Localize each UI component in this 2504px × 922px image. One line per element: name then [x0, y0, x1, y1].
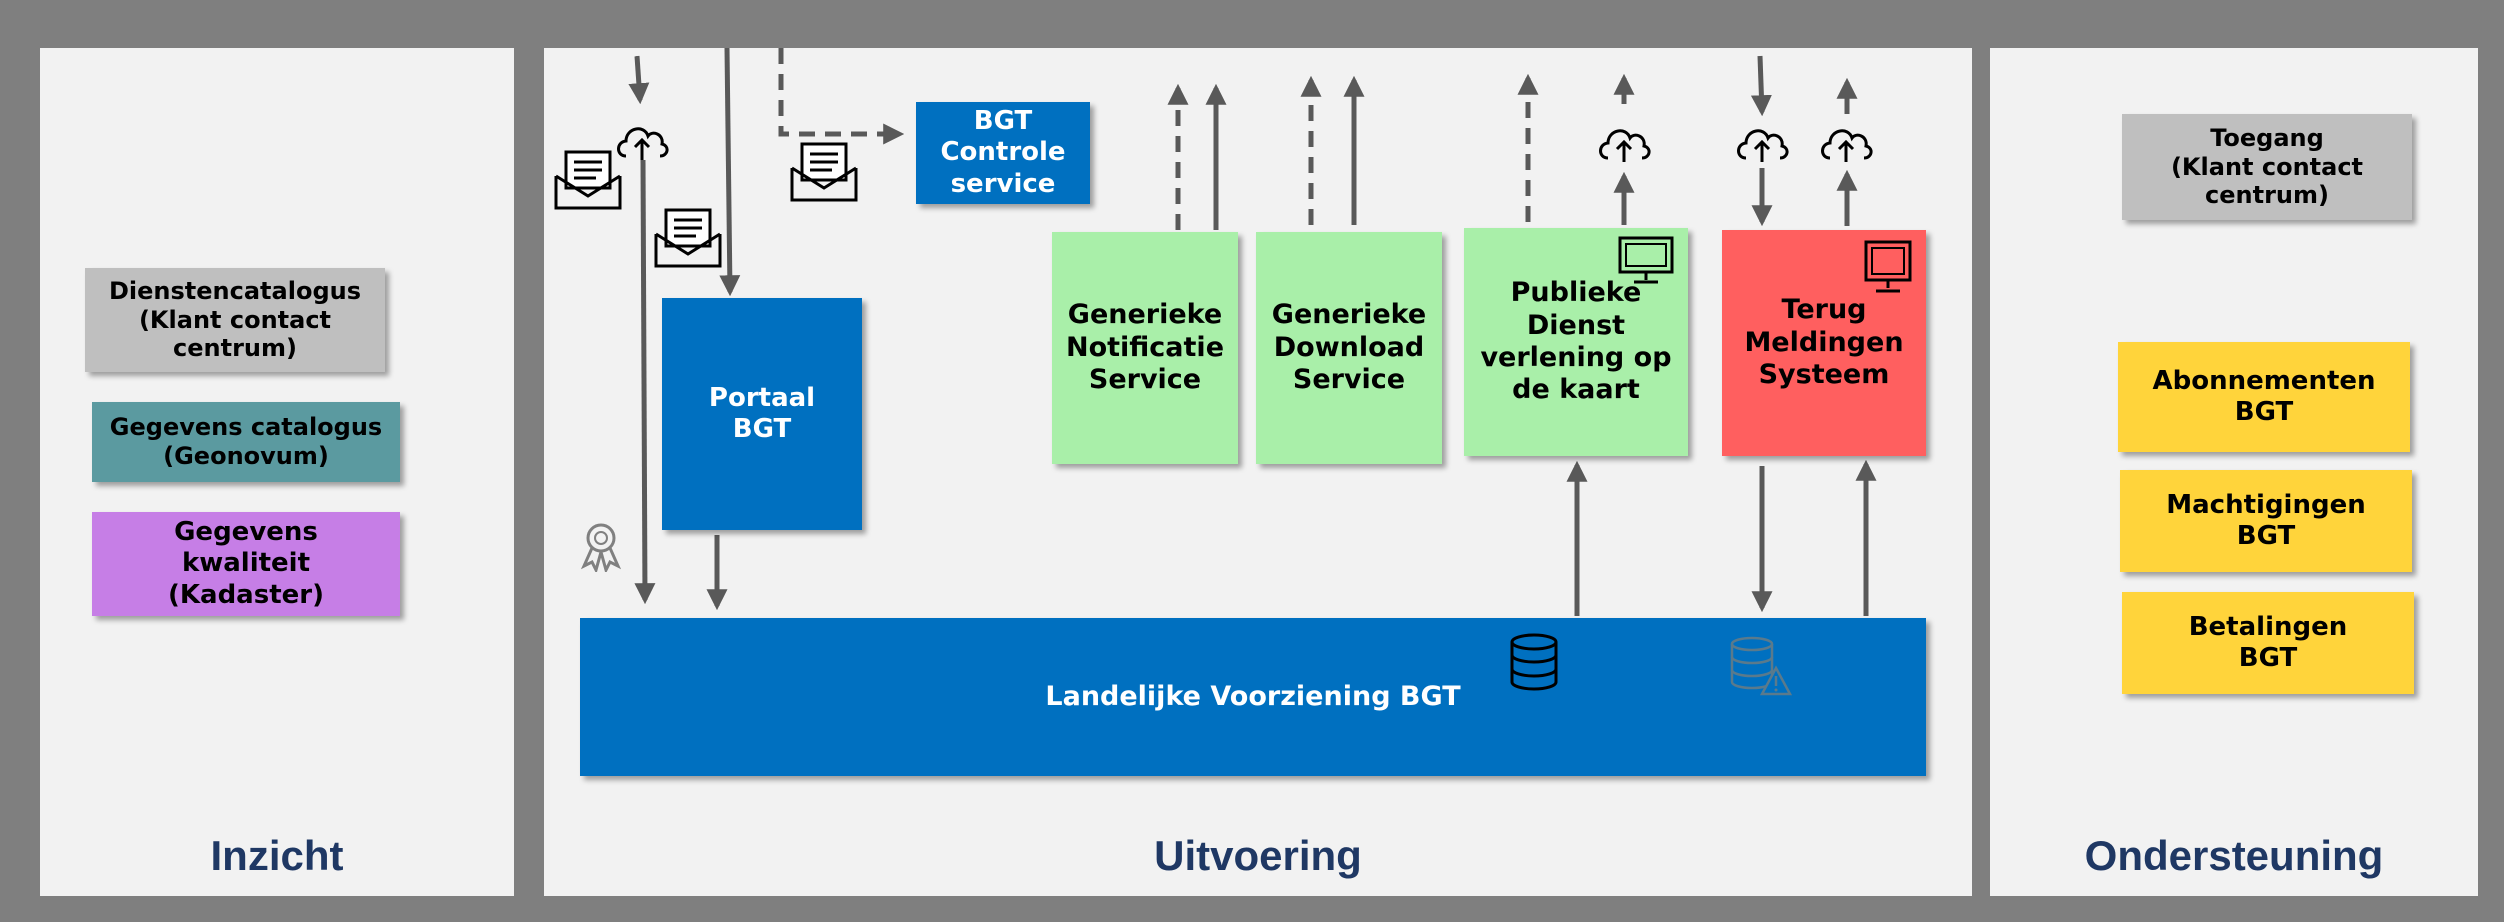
mail-document-icon	[554, 150, 622, 210]
arrow-to-lv-1	[634, 159, 656, 605]
abonnementen-box: Abonnementen BGT	[2118, 342, 2410, 452]
cloud-upload-icon	[1821, 129, 1873, 162]
database-warning-icon	[1730, 636, 1793, 696]
notificatie-service-label: Generieke Notificatie Service	[1065, 299, 1225, 396]
dienstencatalogus-label: Dienstencatalogus (Klant contact centrum…	[109, 276, 361, 363]
panel-title-inzicht: Inzicht	[210, 832, 344, 879]
terugmeldingen-box: Terug Meldingen Systeem	[1722, 230, 1926, 456]
gegevens-catalogus-box: Gegevens catalogus (Geonovum)	[92, 402, 400, 482]
portaal-box: Portaal BGT	[662, 298, 862, 530]
cloud-upload-icon	[1599, 129, 1651, 162]
download-service-box: Generieke Download Service	[1256, 232, 1442, 464]
gegevens-kwaliteit-box: Gegevens kwaliteit (Kadaster)	[92, 512, 400, 616]
betalingen-box: Betalingen BGT	[2122, 592, 2414, 694]
terugmeldingen-label: Terug Meldingen Systeem	[1744, 294, 1904, 391]
arrow-to-controle	[778, 48, 905, 145]
dienstencatalogus-box: Dienstencatalogus (Klant contact centrum…	[85, 268, 385, 372]
controle-service-box: BGT Controle service	[916, 102, 1090, 204]
gegevens-catalogus-label: Gegevens catalogus (Geonovum)	[109, 413, 383, 470]
arrow-to-portaal	[719, 47, 741, 297]
arrow-tms-in-1	[1750, 55, 1772, 117]
publieke-dienst-label: Publieke Dienst verlening op de kaart	[1480, 277, 1672, 406]
download-service-label: Generieke Download Service	[1271, 299, 1427, 396]
controle-service-label: BGT Controle service	[940, 106, 1066, 199]
monitor-icon	[1864, 240, 1912, 293]
machtigingen-label: Machtigingen BGT	[2166, 489, 2366, 551]
landelijke-voorziening-label: Landelijke Voorziening BGT	[1045, 680, 1461, 712]
mail-document-icon	[654, 208, 722, 268]
machtigingen-box: Machtigingen BGT	[2120, 470, 2412, 572]
cloud-upload-icon	[617, 127, 669, 160]
toegang-box: Toegang (Klant contact centrum)	[2122, 114, 2412, 220]
certificate-icon	[580, 523, 622, 572]
database-icon	[1510, 633, 1558, 691]
betalingen-label: Betalingen BGT	[2188, 611, 2348, 673]
abonnementen-label: Abonnementen BGT	[2152, 365, 2376, 427]
panel-title-ondersteuning: Ondersteuning	[2084, 832, 2384, 879]
toegang-label: Toegang (Klant contact centrum)	[2170, 123, 2364, 210]
cloud-upload-icon	[1737, 129, 1789, 162]
gegevens-kwaliteit-label: Gegevens kwaliteit (Kadaster)	[168, 517, 324, 610]
landelijke-voorziening-box: Landelijke Voorziening BGT	[580, 618, 1926, 776]
portaal-label: Portaal BGT	[708, 382, 816, 444]
arrow-inbound-1	[628, 55, 650, 105]
panel-title-uitvoering: Uitvoering	[1154, 832, 1362, 879]
monitor-icon	[1618, 236, 1674, 284]
notificatie-service-box: Generieke Notificatie Service	[1052, 232, 1238, 464]
mail-document-icon	[790, 142, 858, 202]
